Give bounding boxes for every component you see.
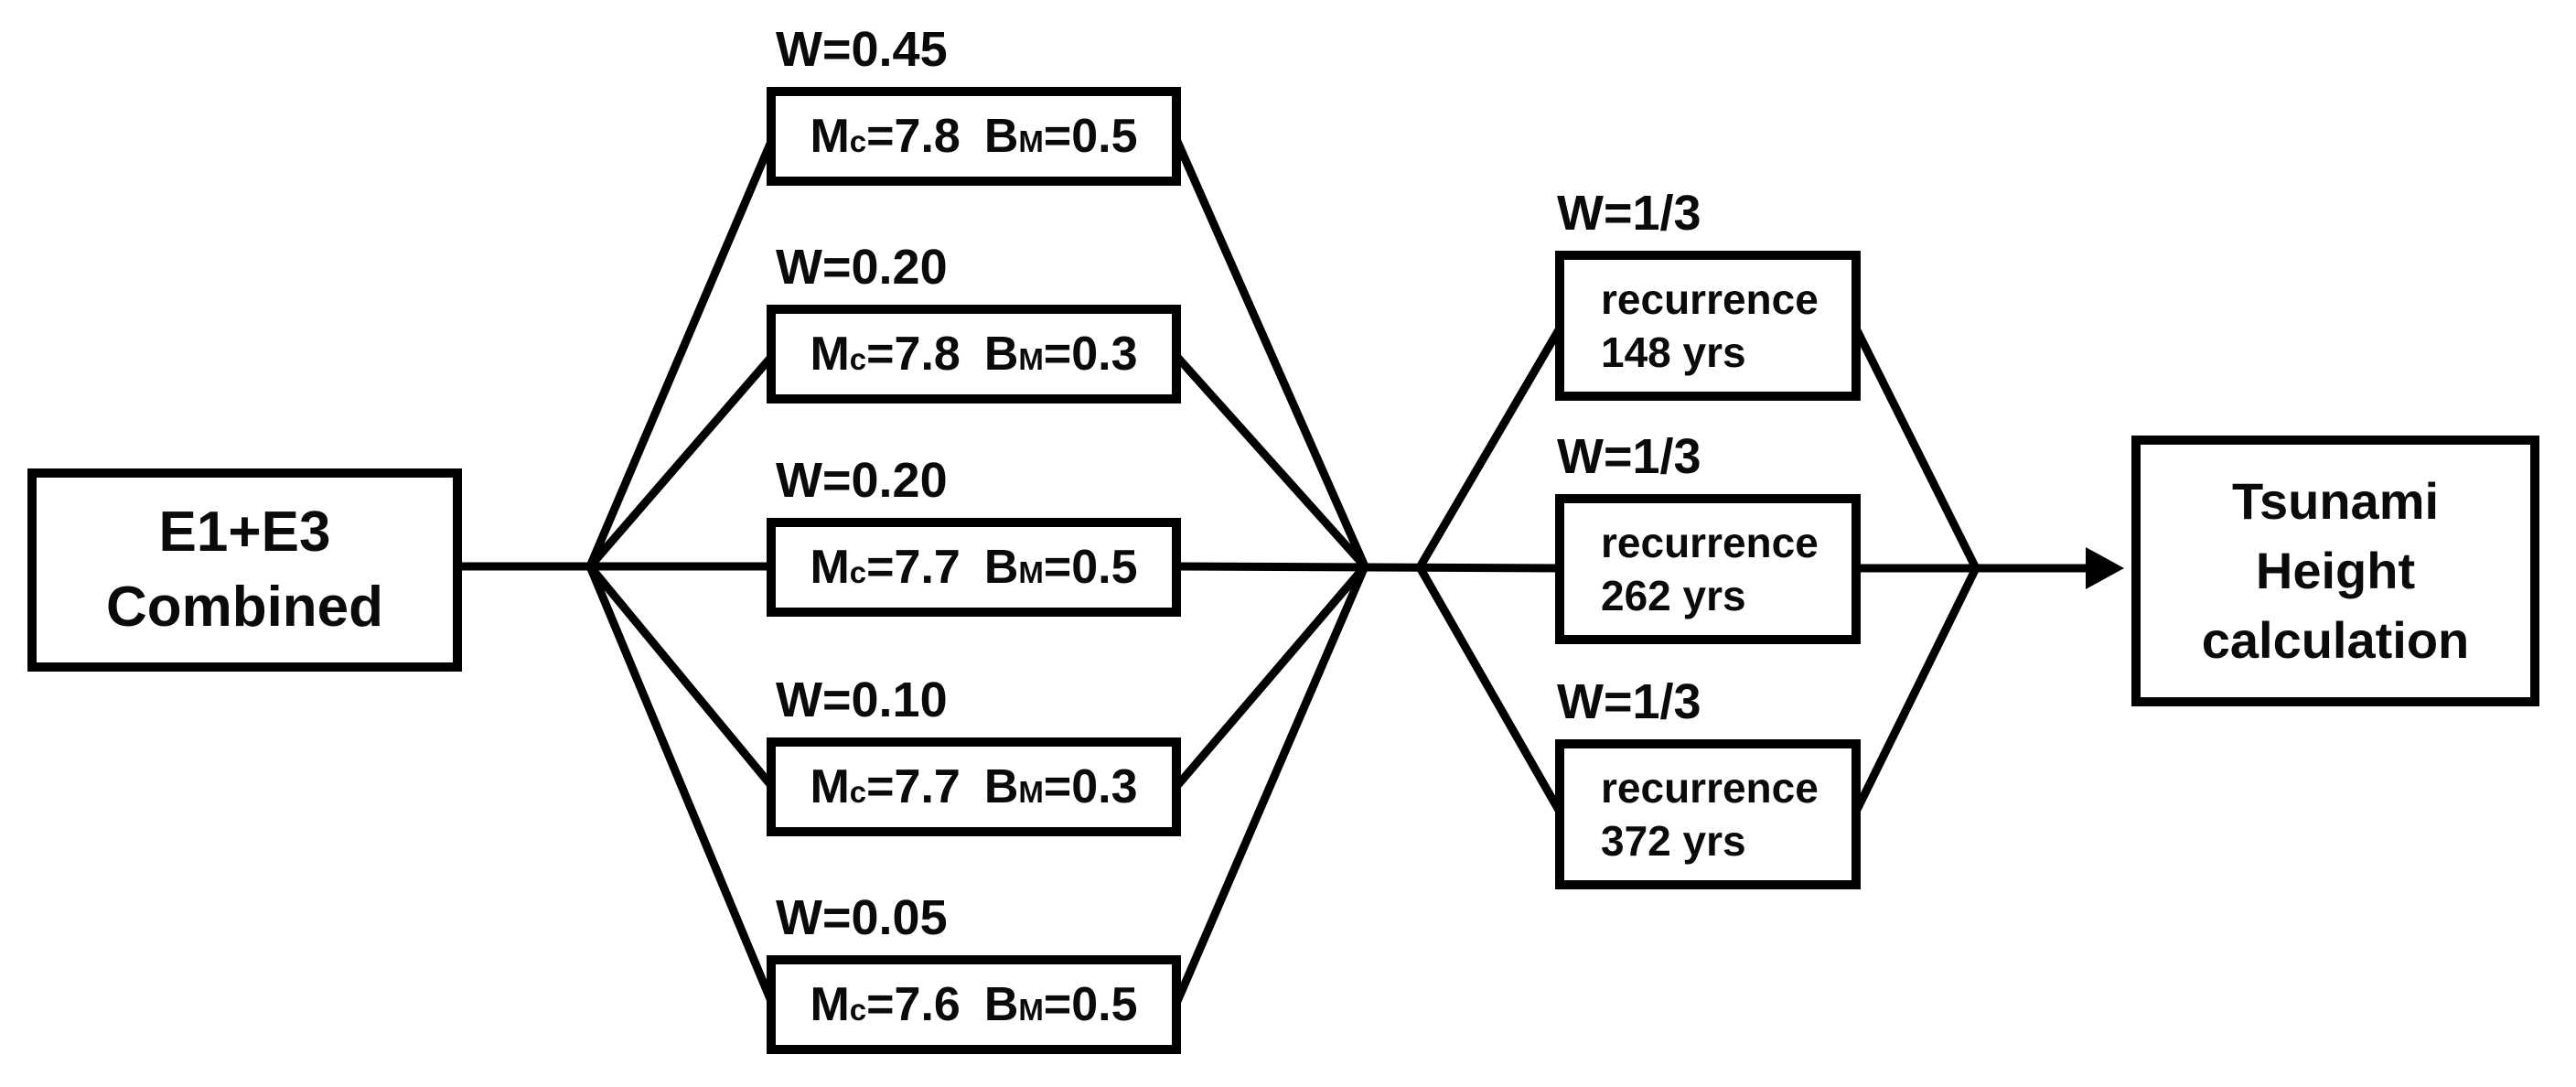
arrowhead-icon xyxy=(2086,547,2124,589)
source-box: E1+E3 Combined xyxy=(27,468,462,672)
recurrence-line1: recurrence xyxy=(1601,275,1819,323)
recurrence-line2: 148 yrs xyxy=(1601,328,1746,376)
recurrence-box-2: recurrence 262 yrs xyxy=(1555,494,1861,644)
sink-line1: Tsunami xyxy=(2231,472,2440,530)
recurrence-line2: 372 yrs xyxy=(1601,817,1746,865)
recurrence-weight-label: W=1/3 xyxy=(1557,429,1701,484)
branch-weight-label: W=0.45 xyxy=(776,22,948,77)
sink-line2: Height xyxy=(2255,542,2416,599)
branch-weight-label: W=0.10 xyxy=(776,673,948,727)
recurrence-box-3: recurrence 372 yrs xyxy=(1555,739,1861,889)
recurrence-weight-label: W=1/3 xyxy=(1557,674,1701,729)
recurrence-line1: recurrence xyxy=(1601,764,1819,812)
sink-box: Tsunami Height calculation xyxy=(2131,436,2539,706)
recurrence-line2: 262 yrs xyxy=(1601,572,1746,619)
sink-line3: calculation xyxy=(2201,611,2470,669)
recurrence-box-1: recurrence 148 yrs xyxy=(1555,251,1861,401)
branch-weight-label: W=0.20 xyxy=(776,453,948,508)
source-line2: Combined xyxy=(105,576,384,639)
source-line1: E1+E3 xyxy=(158,500,331,564)
branch-weight-label: W=0.05 xyxy=(776,890,948,945)
branch-weight-label: W=0.20 xyxy=(776,240,948,295)
recurrence-weight-label: W=1/3 xyxy=(1557,186,1701,241)
recurrence-line1: recurrence xyxy=(1601,519,1819,566)
